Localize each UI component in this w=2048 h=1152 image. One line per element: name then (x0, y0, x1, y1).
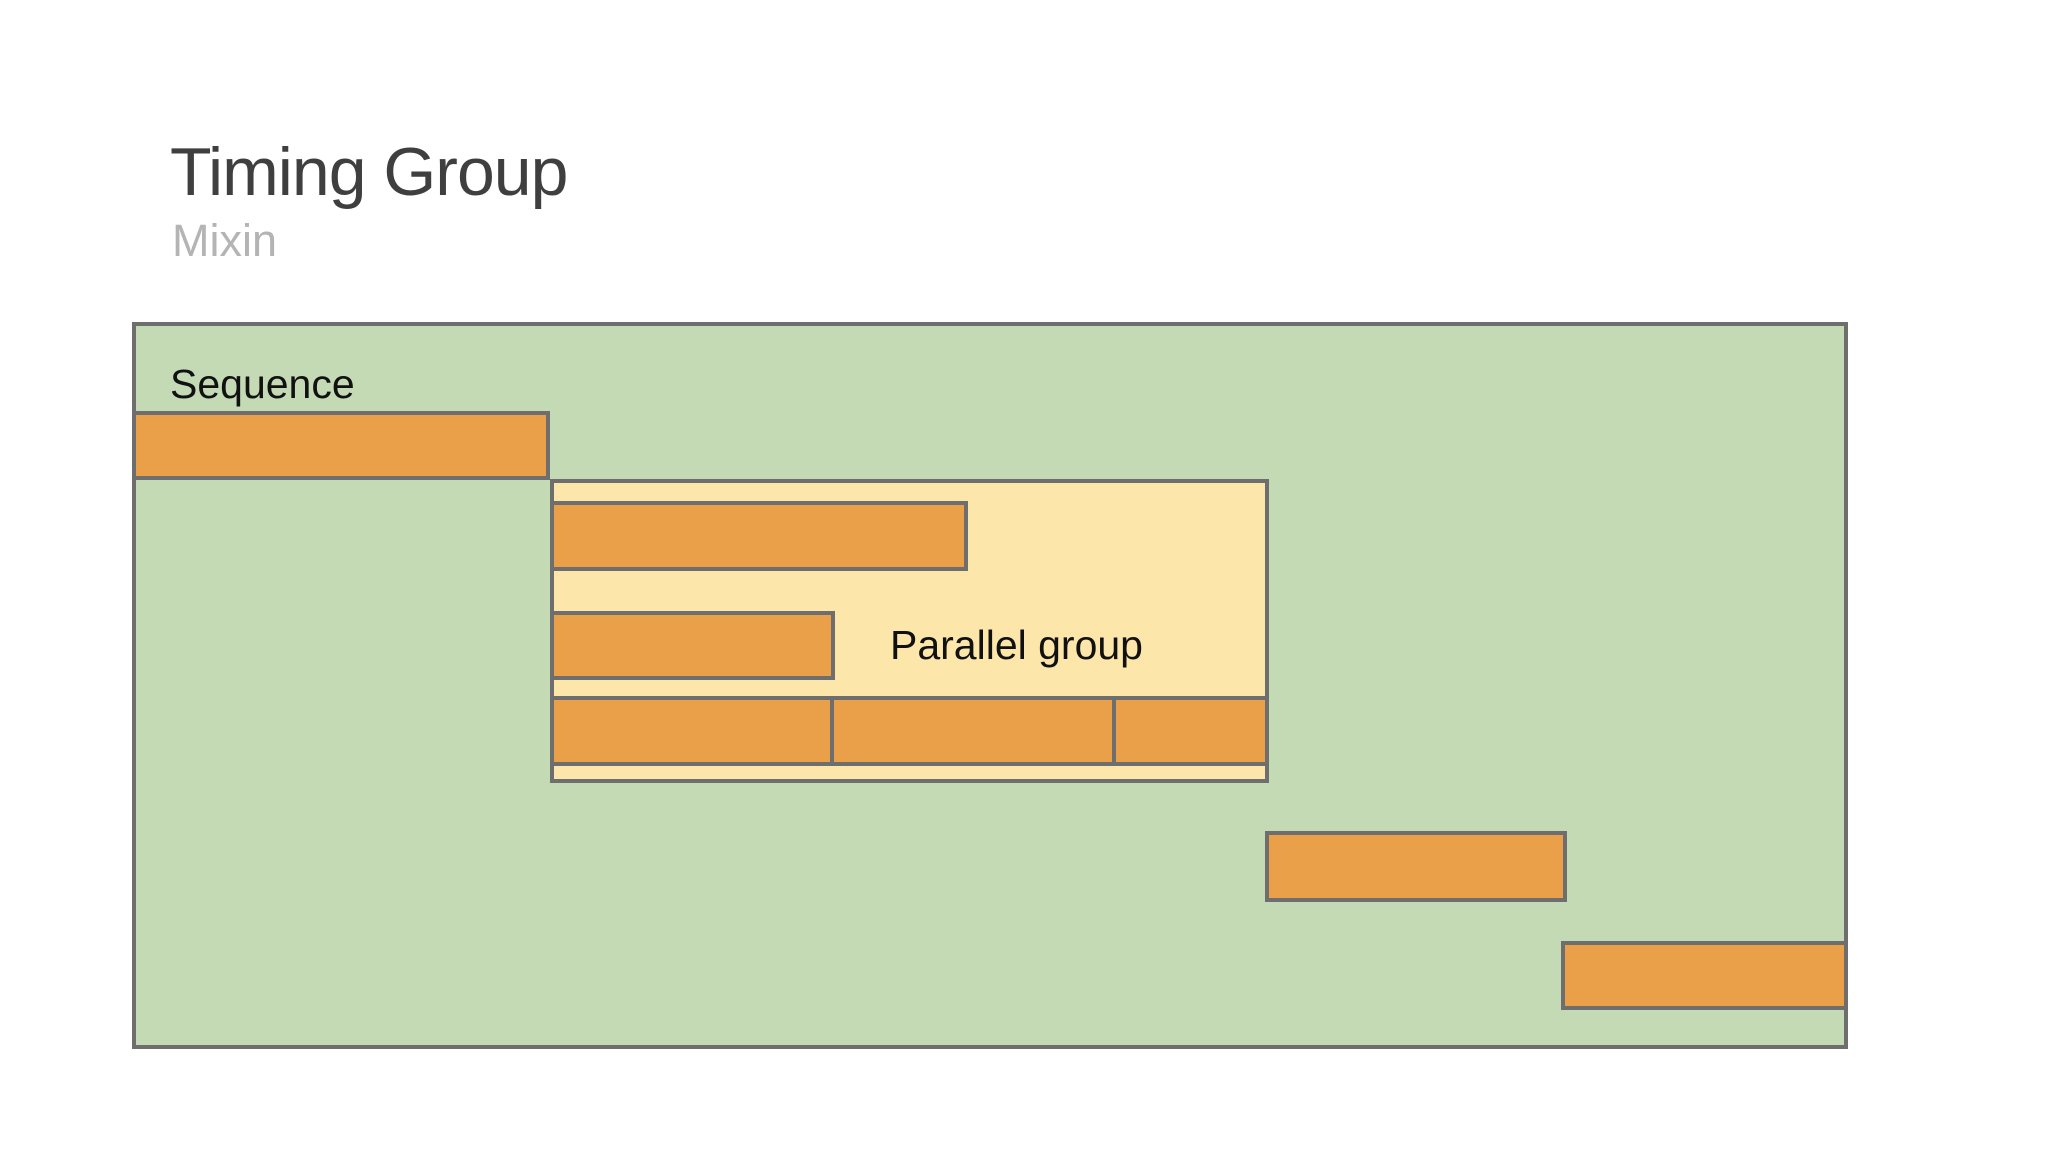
sequence-label: Sequence (170, 361, 355, 407)
sequence-bar-1 (132, 411, 550, 480)
parallel-row-bar-2 (830, 696, 1116, 766)
parallel-row-bar-3 (1112, 696, 1269, 766)
page-title: Timing Group (170, 134, 568, 210)
parallel-bar-2 (550, 611, 835, 680)
sequence-bar-2 (1265, 831, 1567, 902)
page-subtitle: Mixin (172, 215, 278, 266)
sequence-bar-3 (1561, 941, 1848, 1010)
parallel-row-bar-1 (550, 696, 834, 766)
parallel-bar-1 (550, 501, 968, 571)
parallel-group-label: Parallel group (890, 622, 1143, 668)
